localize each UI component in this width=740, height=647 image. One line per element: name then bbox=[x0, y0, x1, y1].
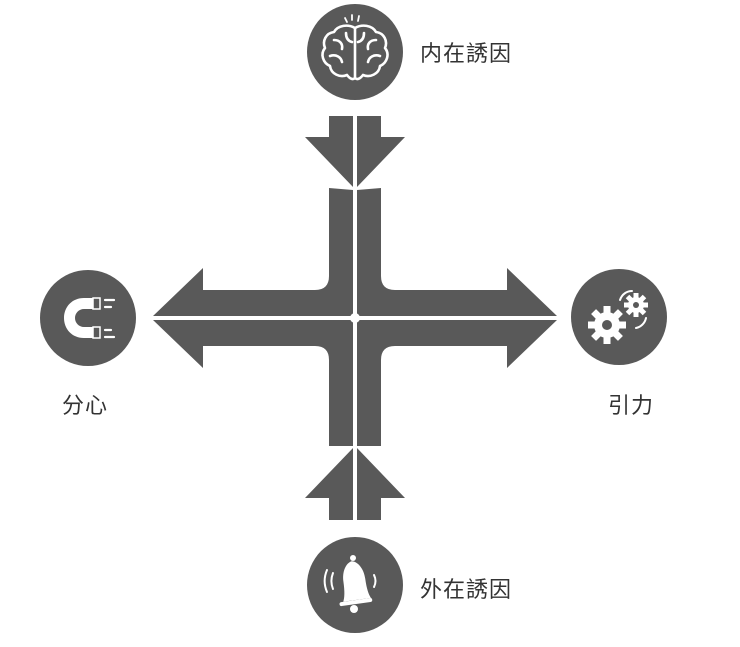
distraction-label: 分心 bbox=[62, 394, 109, 419]
traction-label: 引力 bbox=[608, 394, 655, 419]
distraction-node bbox=[40, 270, 136, 366]
upper-right-branch bbox=[357, 188, 557, 316]
lower-left-branch bbox=[153, 320, 353, 446]
external-arrow-left-half bbox=[305, 448, 353, 520]
brain-icon bbox=[321, 24, 389, 81]
internal-arrow-left-half bbox=[305, 116, 353, 187]
upper-left-branch bbox=[153, 188, 353, 316]
arrow-cross bbox=[150, 116, 560, 520]
external-trigger-label: 外在誘因 bbox=[420, 578, 513, 603]
gears-icon bbox=[588, 290, 648, 344]
bell-icon bbox=[323, 555, 377, 613]
external-node bbox=[307, 537, 403, 633]
lower-right-branch bbox=[357, 320, 557, 446]
internal-node bbox=[307, 4, 403, 100]
internal-arrow-right-half bbox=[357, 116, 405, 187]
internal-trigger-label: 内在誘因 bbox=[420, 42, 513, 67]
traction-node bbox=[571, 269, 667, 365]
magnet-icon bbox=[64, 297, 116, 339]
external-arrow-right-half bbox=[357, 448, 405, 520]
